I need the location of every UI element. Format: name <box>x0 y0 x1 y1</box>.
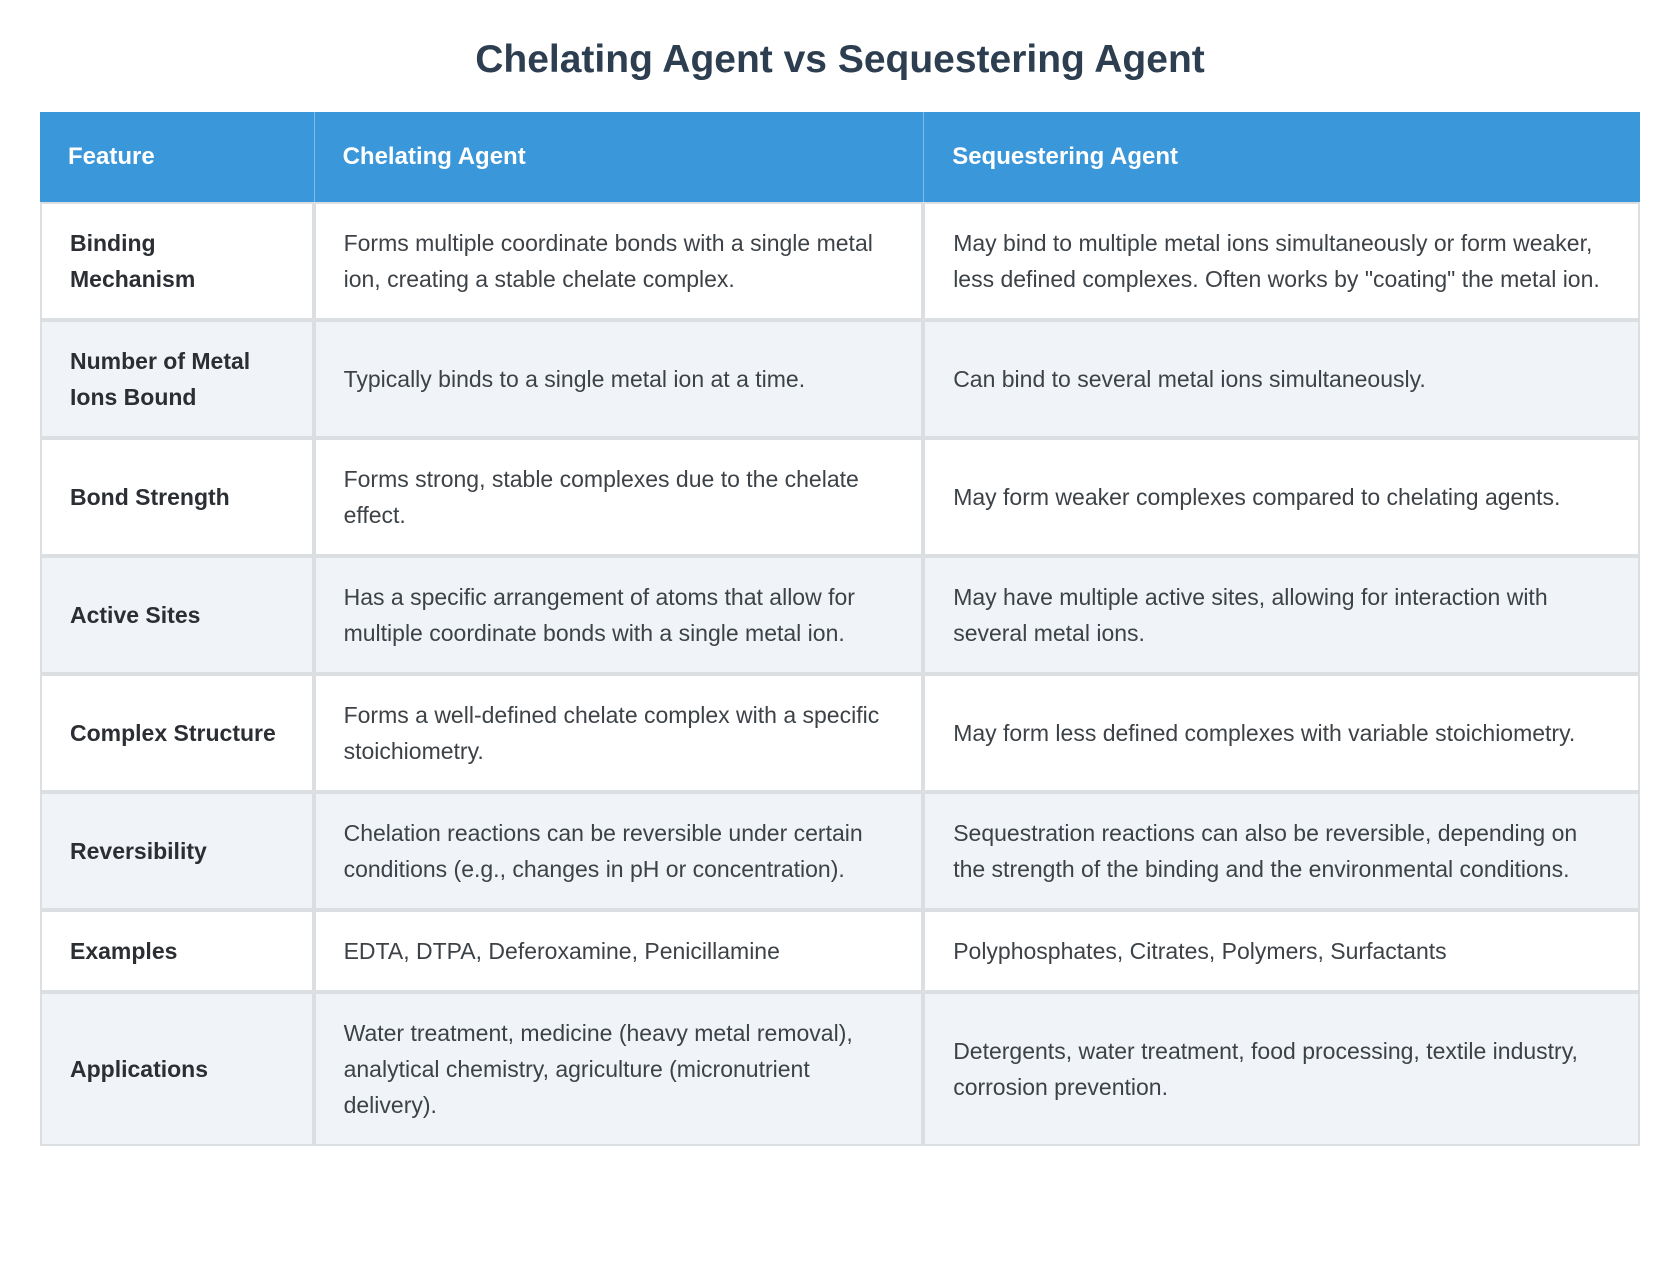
feature-cell: Applications <box>40 992 314 1146</box>
table-row-reversibility: Reversibility Chelation reactions can be… <box>40 792 1640 910</box>
column-header-sequestering-agent: Sequestering Agent <box>923 112 1640 202</box>
feature-cell: Active Sites <box>40 556 314 674</box>
sequestering-agent-cell: Can bind to several metal ions simultane… <box>923 320 1640 438</box>
feature-cell: Binding Mechanism <box>40 202 314 320</box>
chelating-agent-cell: Water treatment, medicine (heavy metal r… <box>313 992 924 1146</box>
chelating-agent-cell: Has a specific arrangement of atoms that… <box>313 556 924 674</box>
page-title: Chelating Agent vs Sequestering Agent <box>475 38 1205 81</box>
table-row-binding-mechanism: Binding Mechanism Forms multiple coordin… <box>40 202 1640 320</box>
table-header-row: Feature Chelating Agent Sequestering Age… <box>40 112 1640 202</box>
chelating-agent-cell: Forms multiple coordinate bonds with a s… <box>313 202 924 320</box>
sequestering-agent-cell: May form less defined complexes with var… <box>923 674 1640 792</box>
table-row-complex-structure: Complex Structure Forms a well-defined c… <box>40 674 1640 792</box>
sequestering-agent-cell: Sequestration reactions can also be reve… <box>923 792 1640 910</box>
feature-cell: Complex Structure <box>40 674 314 792</box>
table-row-applications: Applications Water treatment, medicine (… <box>40 992 1640 1146</box>
table-row-active-sites: Active Sites Has a specific arrangement … <box>40 556 1640 674</box>
sequestering-agent-cell: Detergents, water treatment, food proces… <box>923 992 1640 1146</box>
chelating-agent-cell: Chelation reactions can be reversible un… <box>313 792 924 910</box>
sequestering-agent-cell: Polyphosphates, Citrates, Polymers, Surf… <box>923 910 1640 992</box>
feature-cell: Reversibility <box>40 792 314 910</box>
chelating-agent-cell: Forms a well-defined chelate complex wit… <box>313 674 924 792</box>
chelating-agent-cell: Forms strong, stable complexes due to th… <box>313 438 924 556</box>
table-row-bond-strength: Bond Strength Forms strong, stable compl… <box>40 438 1640 556</box>
feature-cell: Bond Strength <box>40 438 314 556</box>
sequestering-agent-cell: May form weaker complexes compared to ch… <box>923 438 1640 556</box>
sequestering-agent-cell: May bind to multiple metal ions simultan… <box>923 202 1640 320</box>
column-header-chelating-agent: Chelating Agent <box>313 112 924 202</box>
sequestering-agent-cell: May have multiple active sites, allowing… <box>923 556 1640 674</box>
comparison-table: Feature Chelating Agent Sequestering Age… <box>40 112 1640 1146</box>
feature-cell: Number of Metal Ions Bound <box>40 320 314 438</box>
column-header-feature: Feature <box>40 112 314 202</box>
feature-cell: Examples <box>40 910 314 992</box>
chelating-agent-cell: EDTA, DTPA, Deferoxamine, Penicillamine <box>313 910 924 992</box>
table-row-examples: Examples EDTA, DTPA, Deferoxamine, Penic… <box>40 910 1640 992</box>
table-row-number-of-metal-ions-bound: Number of Metal Ions Bound Typically bin… <box>40 320 1640 438</box>
chelating-agent-cell: Typically binds to a single metal ion at… <box>313 320 924 438</box>
